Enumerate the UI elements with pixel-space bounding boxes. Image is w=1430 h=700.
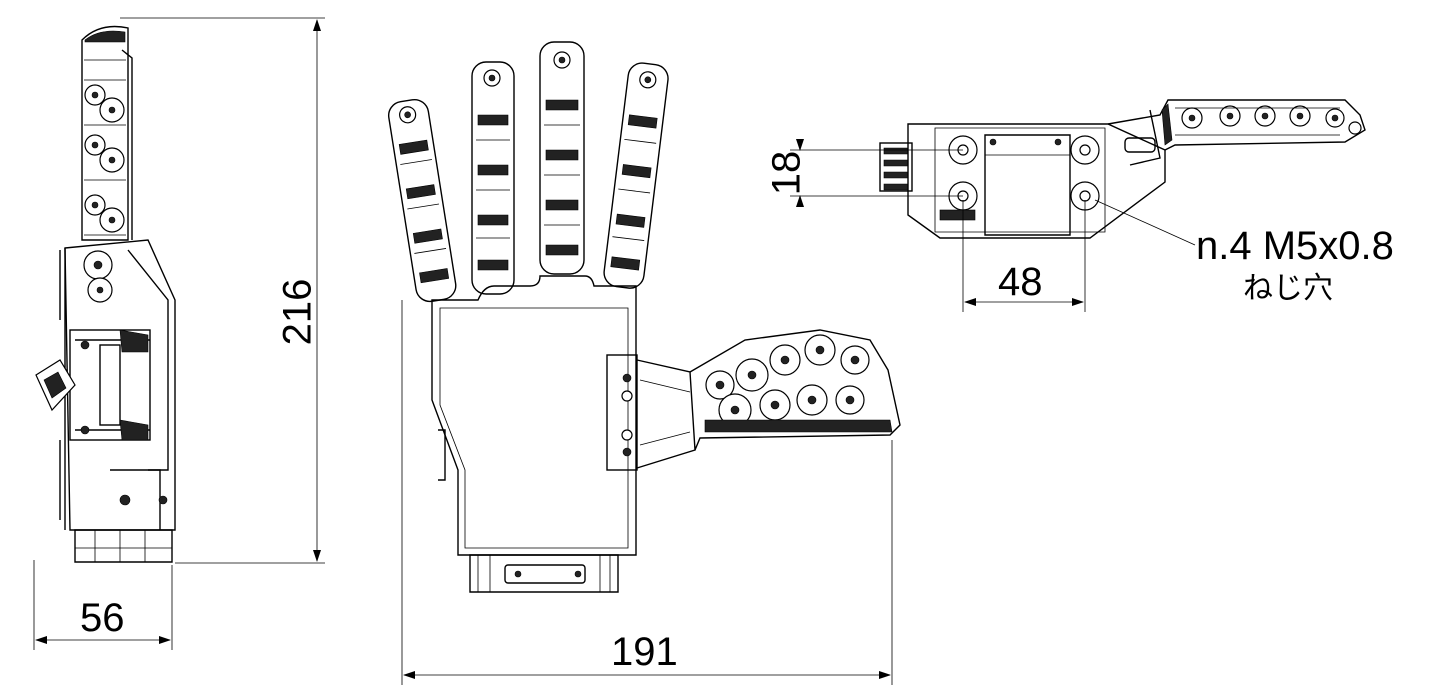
- mounting-holes: [948, 135, 1100, 211]
- dimension-216: [120, 17, 325, 564]
- dim-label-18: 18: [764, 150, 809, 196]
- front-view: [387, 41, 901, 593]
- finger-middle: [471, 61, 515, 295]
- side-view-body: [35, 239, 176, 563]
- front-view-thumb: [606, 329, 901, 471]
- top-view: [879, 99, 1366, 239]
- front-view-fingers: [387, 41, 669, 303]
- hole-spec-note: n.4 M5x0.8: [1196, 224, 1394, 268]
- hole-type-note: ねじ穴: [1243, 271, 1333, 306]
- leader-line-holes: [1094, 199, 1196, 246]
- front-view-palm: [431, 275, 637, 593]
- dim-label-56: 56: [80, 596, 125, 640]
- dimension-18: [790, 139, 963, 207]
- dimension-56: [33, 560, 173, 650]
- dim-label-216: 216: [275, 278, 320, 346]
- dim-label-191: 191: [611, 630, 678, 674]
- side-view: [35, 25, 176, 563]
- dim-label-48: 48: [998, 260, 1043, 304]
- dimension-191: [401, 300, 893, 685]
- finger-index: [387, 98, 457, 303]
- finger-little: [603, 62, 669, 289]
- dimension-48: [962, 200, 1086, 312]
- finger-ring: [539, 41, 585, 275]
- side-view-finger: [81, 25, 133, 303]
